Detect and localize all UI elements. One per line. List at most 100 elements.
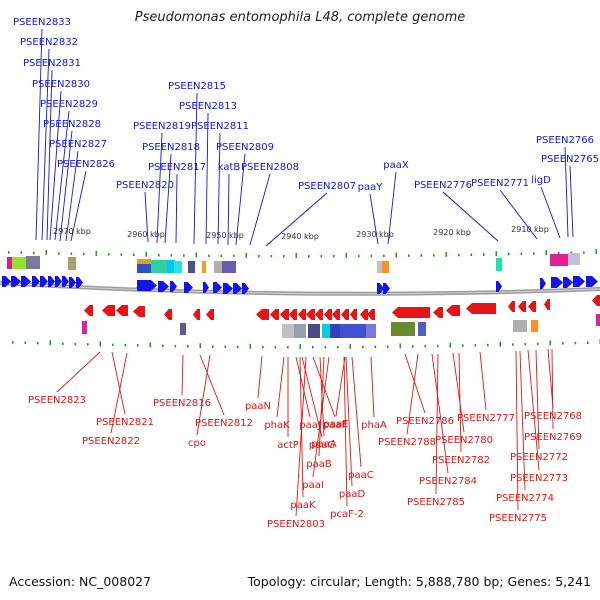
position-tick (508, 252, 510, 256)
forward-gene-label: ligD (531, 175, 551, 186)
leader-line (181, 354, 184, 396)
leader-line (175, 173, 178, 244)
reverse-gene-label: PSEEN2774 (496, 493, 554, 504)
reverse-gene-arrow (360, 309, 368, 320)
feature-block (330, 324, 340, 338)
forward-gene-arrow (21, 276, 31, 287)
leader-line (295, 356, 307, 517)
reverse-gene-arrow (306, 309, 315, 320)
feature-block (188, 261, 195, 273)
reverse-gene-label: PSEEN2788 (378, 437, 436, 448)
position-tick (387, 345, 389, 349)
position-tick (137, 344, 139, 347)
leader-line (519, 350, 526, 491)
feature-block (340, 324, 366, 338)
position-tick (33, 251, 35, 255)
feature-block (391, 322, 415, 336)
leader-line (404, 353, 426, 414)
reverse-gene-label: paaN (245, 401, 271, 412)
reverse-gene-label: phaA (361, 420, 387, 431)
reverse-gene-label: paaI (302, 480, 324, 491)
forward-gene-label: PSEEN2813 (179, 101, 237, 112)
reverse-gene-arrow (315, 309, 323, 320)
forward-gene-label: paaX (383, 160, 409, 171)
position-tick (345, 252, 348, 258)
reverse-gene-arrow (508, 301, 515, 312)
leader-line (540, 186, 561, 239)
feature-block (496, 258, 502, 271)
leader-line (35, 28, 43, 241)
position-tick (295, 252, 298, 258)
reverse-gene-arrow (298, 309, 306, 320)
position-tick (483, 253, 485, 256)
reverse-gene-arrow (528, 301, 536, 312)
reverse-gene-label: pcaF-2 (330, 509, 364, 520)
forward-gene-arrow (62, 276, 69, 287)
leader-line (458, 352, 462, 453)
position-tick (474, 344, 477, 347)
reverse-gene-label: PSEEN2823 (28, 395, 86, 406)
forward-gene-label: PSEEN2807 (298, 181, 356, 192)
forward-gene-label: PSEEN2820 (116, 180, 174, 191)
feature-block (550, 254, 568, 266)
forward-gene-label: PSEEN2808 (241, 162, 299, 173)
position-tick (199, 343, 202, 349)
position-tick (170, 254, 173, 257)
position-tick (70, 252, 73, 255)
reverse-gene-arrow (102, 305, 115, 316)
reverse-gene-label: PSEEN2769 (524, 432, 582, 443)
leader-line (193, 92, 198, 245)
forward-gene-label: PSEEN2831 (23, 58, 81, 69)
position-tick (312, 345, 314, 349)
feature-block (418, 322, 426, 336)
position-tick (362, 345, 364, 349)
position-tick (458, 253, 460, 257)
forward-gene-arrow (223, 283, 233, 294)
feature-block (596, 314, 600, 326)
reverse-gene-label: PSEEN2777 (457, 413, 515, 424)
leader-line (257, 355, 263, 399)
leader-line (56, 351, 101, 393)
reverse-gene-arrow (164, 309, 172, 320)
position-tick (112, 343, 114, 347)
position-tick (120, 253, 123, 256)
leader-line (442, 191, 499, 242)
forward-gene-arrow (586, 276, 598, 287)
position-tick (108, 253, 110, 256)
reverse-gene-label: PSEEN2822 (82, 436, 140, 447)
position-tick (20, 251, 23, 254)
leader-line (535, 349, 540, 450)
forward-gene-label: PSEEN2776 (414, 180, 472, 191)
position-tick (424, 345, 427, 348)
reverse-gene-label: PSEEN2803 (267, 519, 325, 530)
kbp-label: 2920 kbp (433, 228, 471, 237)
forward-gene-arrow (573, 276, 585, 287)
leader-line (343, 356, 348, 507)
position-tick (549, 340, 552, 346)
topology-summary-text: Topology: circular; Length: 5,888,780 bp… (247, 574, 591, 589)
position-tick (437, 344, 439, 348)
leader-line (406, 353, 419, 435)
position-tick (37, 341, 39, 345)
reverse-gene-label: PSEEN2782 (432, 455, 490, 466)
position-tick (258, 254, 260, 258)
reverse-gene-arrow (193, 309, 200, 320)
leader-line (227, 173, 230, 246)
reverse-gene-label: PSEEN2821 (96, 417, 154, 428)
position-tick (237, 345, 239, 349)
position-tick (287, 345, 289, 349)
feature-blocks-layer (7, 253, 600, 338)
kbp-label: 2960 kbp (127, 230, 165, 239)
forward-gene-arrow (158, 281, 169, 292)
leader-line (351, 356, 362, 468)
forward-gene-label: PSEEN2771 (471, 178, 529, 189)
reverse-gene-arrow (341, 309, 349, 320)
leader-line (499, 189, 538, 240)
reverse-gene-arrow (350, 309, 357, 320)
forward-gene-arrow (48, 276, 55, 287)
forward-gene-arrow (563, 277, 573, 288)
feature-block (322, 324, 330, 338)
forward-gene-arrow (69, 277, 76, 288)
leader-line (49, 90, 62, 241)
forward-gene-label: PSEEN2818 (142, 142, 200, 153)
